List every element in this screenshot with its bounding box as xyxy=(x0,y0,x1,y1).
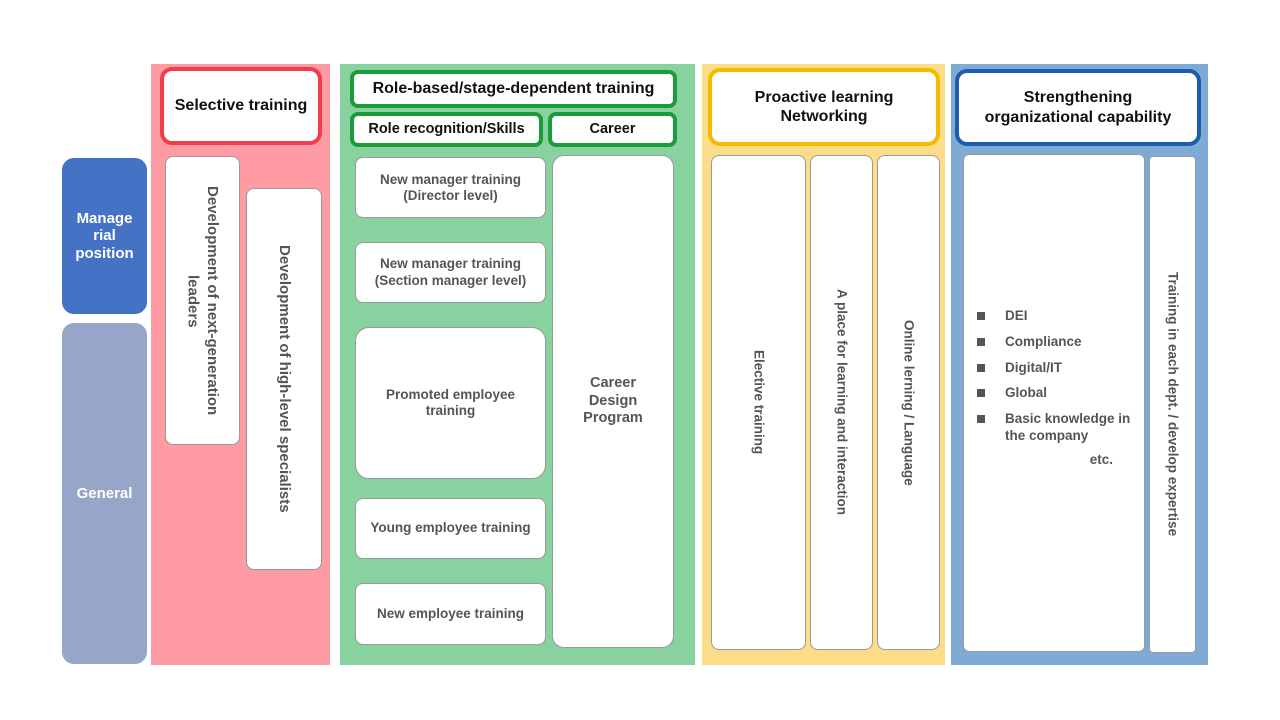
role-header: Role-based/stage-dependent training xyxy=(350,70,677,108)
org-topics-list: DEI Compliance Digital/IT Global Basic k… xyxy=(977,308,1135,445)
org-topic-item: Compliance xyxy=(977,334,1135,351)
proactive-title: Proactive learning Networking xyxy=(754,88,894,125)
career-design-program-label: Career Design Program xyxy=(583,375,643,427)
org-topic-label: Compliance xyxy=(1005,333,1082,349)
org-topic-label: DEI xyxy=(1005,307,1028,323)
role-item-new-employee-label: New employee training xyxy=(376,605,525,621)
role-item-director-label: New manager training (Director level) xyxy=(379,172,522,204)
org-topic-item: Global xyxy=(977,385,1135,402)
role-title: Role-based/stage-dependent training xyxy=(372,80,655,98)
role-item-section: New manager training (Section manager le… xyxy=(355,242,546,303)
org-title: Strengthening organizational capability xyxy=(984,89,1172,126)
bullet-square-icon xyxy=(977,311,985,320)
org-topics-box: DEI Compliance Digital/IT Global Basic k… xyxy=(963,154,1145,652)
org-topics-etc: etc. xyxy=(1089,452,1113,468)
selective-item-leaders: Development of next-generation leaders xyxy=(165,156,240,445)
role-sub-skills: Role recognition/Skills xyxy=(350,112,543,147)
role-item-promoted: Promoted employee training xyxy=(355,327,546,479)
role-item-director: New manager training (Director level) xyxy=(355,157,546,218)
org-topic-label: Digital/IT xyxy=(1005,359,1062,375)
selective-item-specialists-label: Development of high-level specialists xyxy=(275,245,293,513)
role-sub-career-label: Career xyxy=(589,120,636,137)
selective-item-leaders-label: Development of next-generation leaders xyxy=(184,186,222,416)
proactive-item-online-label: Online lerning / Language xyxy=(901,319,917,486)
role-item-new-employee: New employee training xyxy=(355,583,546,645)
proactive-item-place: A place for learning and interaction xyxy=(810,155,873,650)
role-sub-skills-label: Role recognition/Skills xyxy=(368,120,525,137)
role-sub-career: Career xyxy=(548,112,677,147)
org-topic-item: DEI xyxy=(977,308,1135,325)
role-item-young: Young employee training xyxy=(355,498,546,559)
org-header: Strengthening organizational capability xyxy=(955,69,1201,146)
bullet-square-icon xyxy=(977,337,985,346)
proactive-item-elective: Elective training xyxy=(711,155,806,650)
bullet-square-icon xyxy=(977,363,985,372)
role-item-young-label: Young employee training xyxy=(370,520,531,536)
org-topic-label: Global xyxy=(1005,385,1048,401)
proactive-item-online: Online lerning / Language xyxy=(877,155,940,650)
bullet-square-icon xyxy=(977,389,985,398)
level-managerial: Manage rial position xyxy=(62,158,147,314)
level-managerial-label: Manage rial position xyxy=(75,210,134,262)
org-topic-label: Basic knowledge in the company xyxy=(1005,411,1131,444)
level-general: General xyxy=(62,323,147,664)
proactive-header: Proactive learning Networking xyxy=(708,68,940,146)
selective-header: Selective training xyxy=(160,67,322,145)
org-dept-label: Training in each dept. / develop experti… xyxy=(1165,272,1181,537)
org-dept-box: Training in each dept. / develop experti… xyxy=(1149,156,1196,653)
role-item-promoted-label: Promoted employee training xyxy=(385,386,516,418)
bullet-square-icon xyxy=(977,415,985,424)
role-item-section-label: New manager training (Section manager le… xyxy=(374,256,527,288)
org-topic-item: Basic knowledge in the company xyxy=(977,411,1135,445)
selective-item-specialists: Development of high-level specialists xyxy=(246,188,322,570)
org-topic-item: Digital/IT xyxy=(977,360,1135,377)
selective-title: Selective training xyxy=(174,97,308,115)
proactive-item-elective-label: Elective training xyxy=(751,350,767,455)
career-design-program: Career Design Program xyxy=(552,155,674,648)
proactive-item-place-label: A place for learning and interaction xyxy=(834,289,850,516)
level-general-label: General xyxy=(76,484,133,502)
